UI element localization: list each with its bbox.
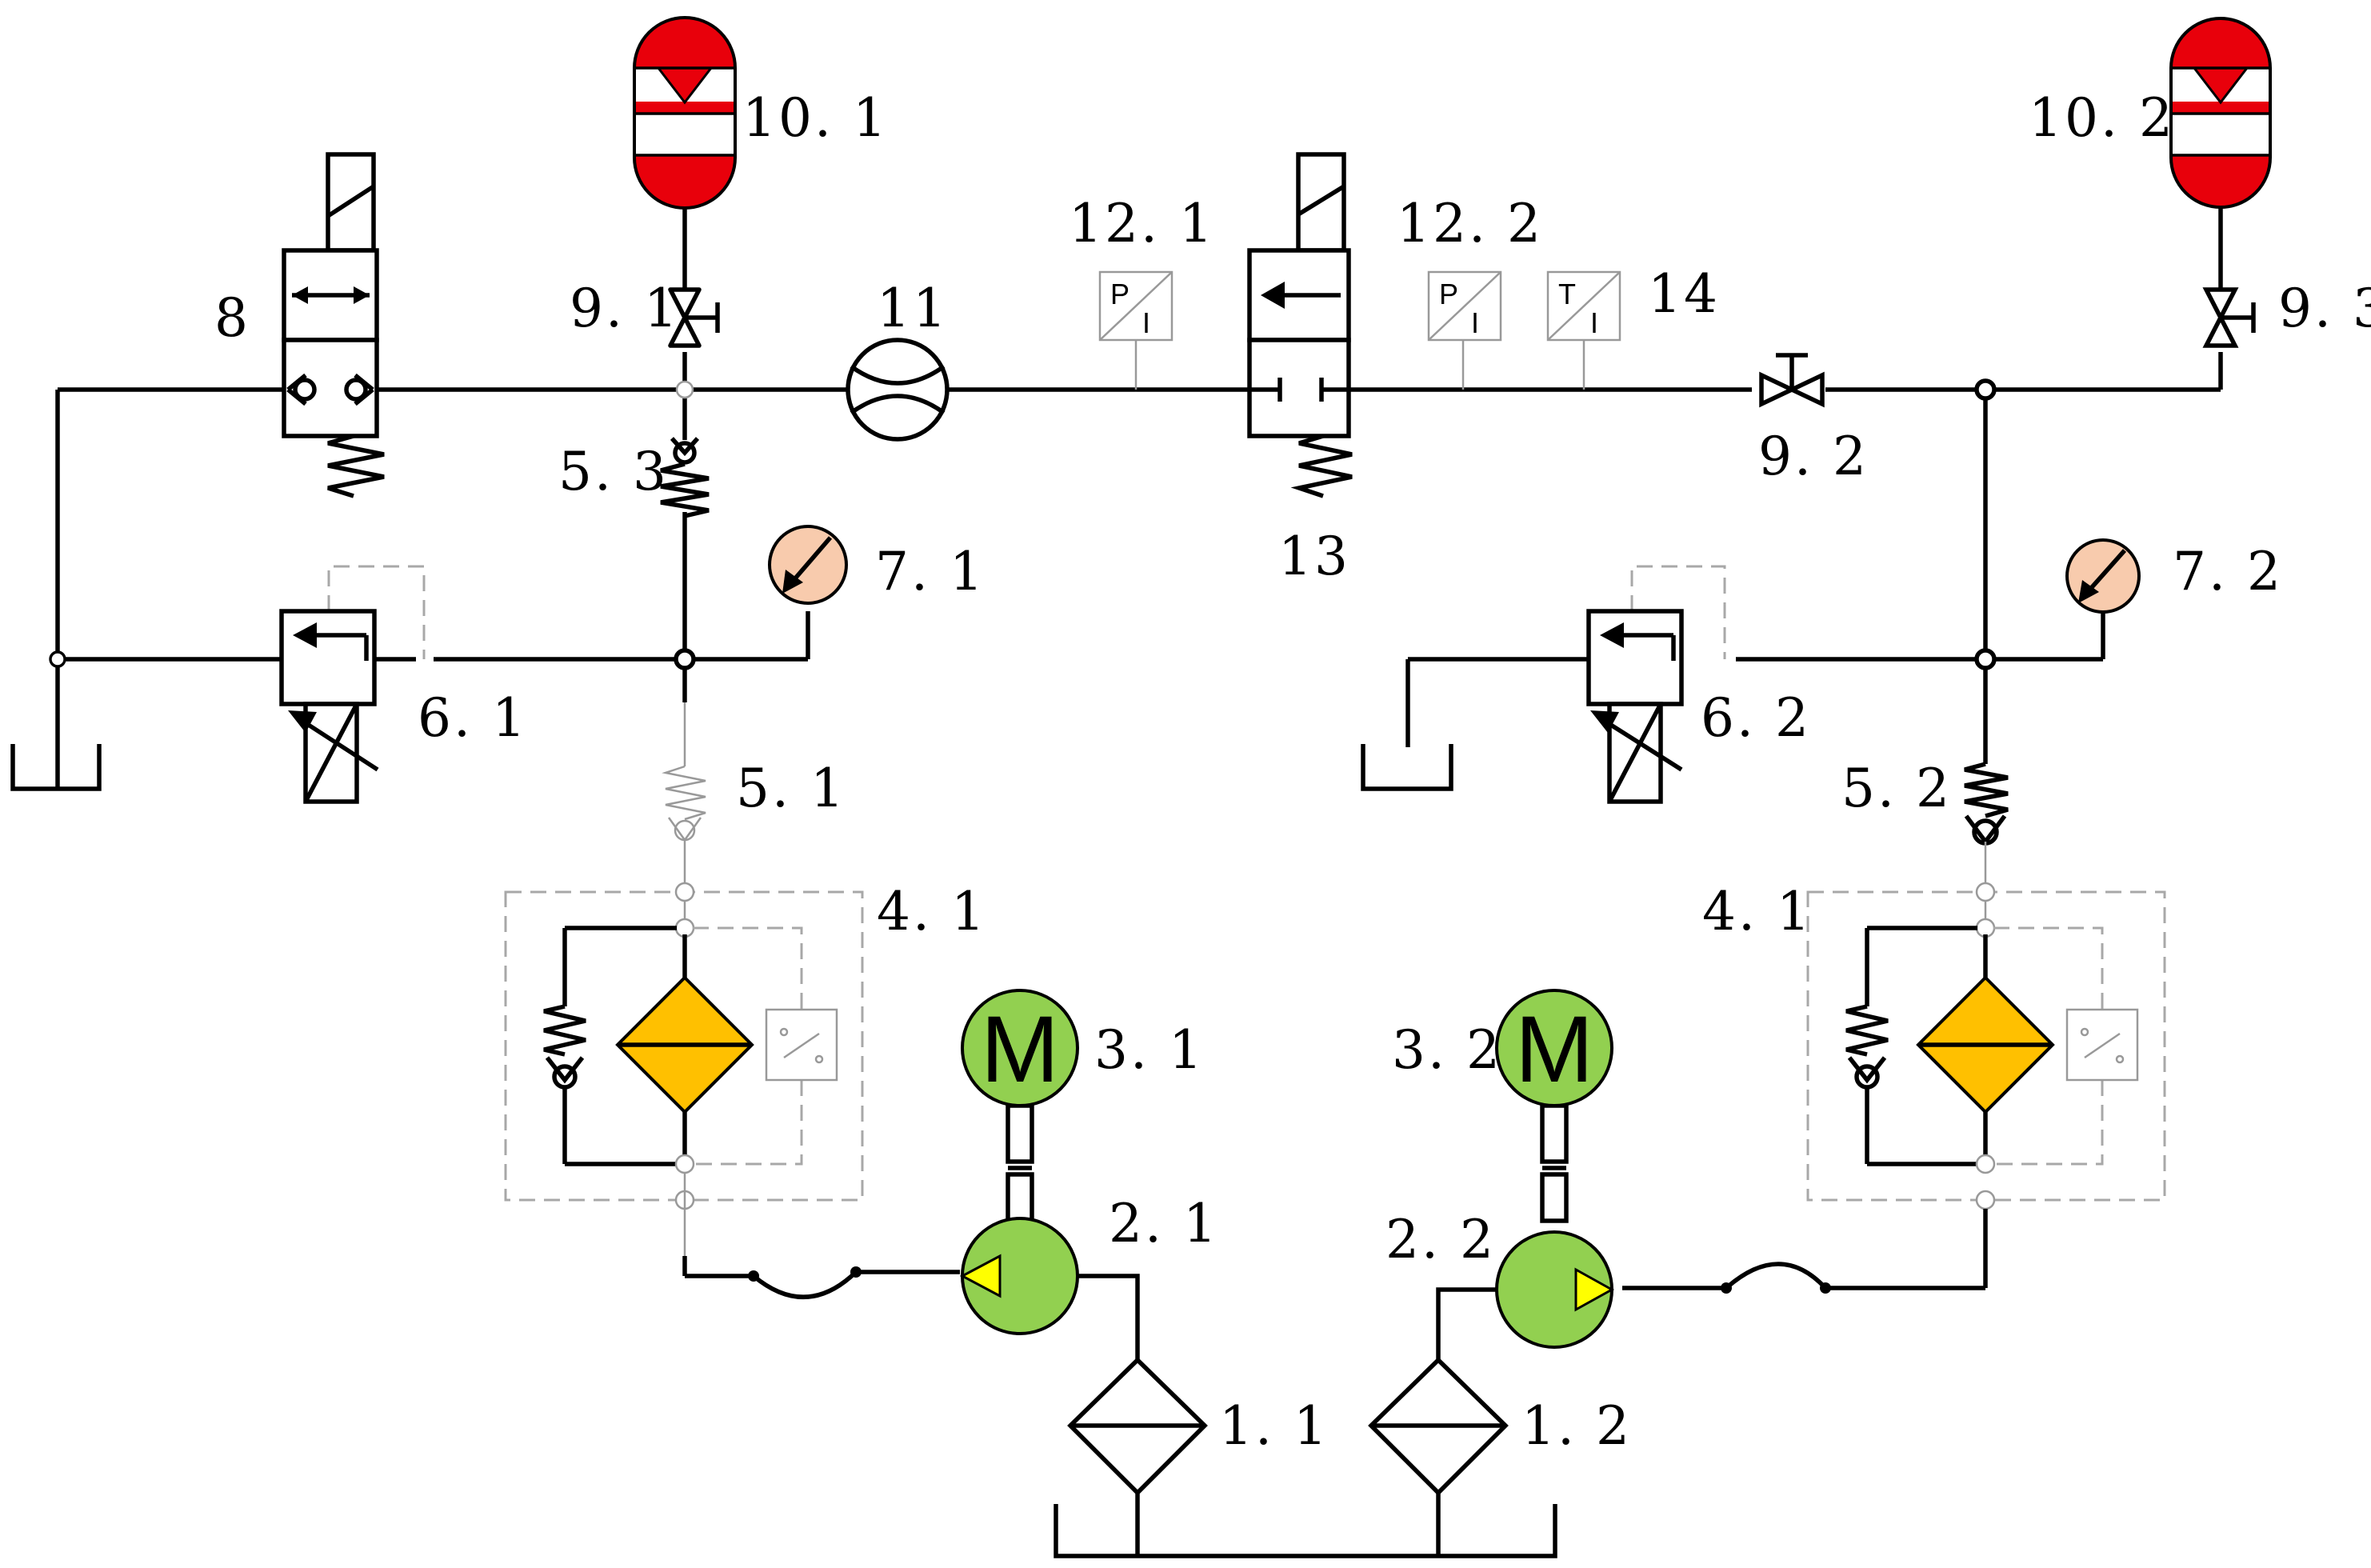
temperature-sensor-14: T I bbox=[1546, 270, 1621, 390]
sensor-i-label: I bbox=[1142, 306, 1150, 339]
accumulator-right bbox=[2169, 17, 2272, 298]
hose-left bbox=[682, 1256, 960, 1300]
tank-left bbox=[10, 744, 102, 791]
label-valve-8: 8 bbox=[214, 287, 250, 349]
label-relief-valve-6-2: 6. 2 bbox=[1701, 687, 1811, 749]
label-pump-2-1: 2. 1 bbox=[1109, 1193, 1219, 1254]
label-ball-valve-9-2: 9. 2 bbox=[1758, 426, 1869, 487]
label-gauge-7-2: 7. 2 bbox=[2173, 541, 2283, 602]
pressure-line-main bbox=[58, 352, 2223, 392]
label-accumulator-10-1: 10. 1 bbox=[742, 87, 889, 149]
label-filter-right: 4. 1 bbox=[1702, 881, 1813, 942]
junctions bbox=[49, 378, 1997, 670]
check-valve-5-3 bbox=[660, 437, 710, 518]
pump-2-2 bbox=[1495, 1230, 1615, 1349]
label-sensor-14: 14 bbox=[1648, 263, 1720, 325]
label-relief-valve-6-1: 6. 1 bbox=[418, 687, 528, 749]
sensor-i-label: I bbox=[1590, 306, 1598, 339]
solenoid-valve-13 bbox=[1247, 152, 1353, 498]
motor-3-2: M bbox=[1495, 989, 1613, 1223]
label-sensor-12-2: 12. 2 bbox=[1397, 193, 1543, 254]
strainer-1-1 bbox=[1067, 1357, 1208, 1496]
sensor-t-label: T bbox=[1558, 278, 1576, 310]
label-flow-meter-11: 11 bbox=[877, 278, 949, 339]
label-ball-valve-9-1: 9. 1 bbox=[570, 278, 680, 339]
label-sensor-12-1: 12. 1 bbox=[1069, 193, 1215, 254]
motor-3-1: M bbox=[961, 989, 1079, 1223]
pressure-gauge-7-1 bbox=[768, 525, 848, 605]
label-strainer-1-2: 1. 2 bbox=[1521, 1395, 1632, 1457]
label-accumulator-10-2: 10. 2 bbox=[2029, 87, 2175, 149]
relief-valve-6-2 bbox=[1586, 565, 1726, 804]
return-line-left bbox=[55, 390, 810, 789]
sensor-i-label: I bbox=[1471, 306, 1479, 339]
label-ball-valve-9-3: 9. 3 bbox=[2278, 278, 2371, 339]
pressure-sensor-12-1: P I bbox=[1098, 270, 1174, 390]
label-motor-3-2: 3. 2 bbox=[1392, 1019, 1502, 1081]
label-gauge-7-1: 7. 1 bbox=[875, 541, 986, 602]
hose-right bbox=[1622, 1262, 1985, 1294]
label-strainer-1-1: 1. 1 bbox=[1219, 1395, 1329, 1457]
motor-m-letter: M bbox=[981, 997, 1059, 1102]
vertical-line-right bbox=[1405, 390, 2105, 764]
accumulator-left bbox=[633, 16, 737, 298]
motor-m-letter: M bbox=[1515, 997, 1593, 1102]
solenoid-valve-8 bbox=[282, 152, 385, 498]
flow-meter-11 bbox=[846, 338, 950, 442]
strainer-1-2 bbox=[1368, 1357, 1509, 1496]
label-check-valve-5-2: 5. 2 bbox=[1841, 758, 1952, 819]
pressure-sensor-12-2: P I bbox=[1427, 270, 1502, 390]
pump-2-1 bbox=[959, 1217, 1079, 1335]
ball-valve-9-1 bbox=[668, 287, 720, 348]
label-pump-2-2: 2. 2 bbox=[1385, 1209, 1496, 1270]
sensor-p-label: P bbox=[1110, 278, 1130, 310]
tank-bottom bbox=[1054, 1504, 1557, 1558]
label-motor-3-1: 3. 1 bbox=[1094, 1019, 1205, 1081]
relief-valve-6-1 bbox=[279, 565, 426, 804]
filter-unit-right bbox=[1806, 882, 2166, 1288]
pressure-gauge-7-2 bbox=[2065, 538, 2141, 614]
label-valve-13: 13 bbox=[1278, 526, 1350, 587]
ball-valve-9-3 bbox=[2202, 287, 2256, 348]
check-valve-5-1 bbox=[662, 765, 706, 892]
label-check-valve-5-1: 5. 1 bbox=[736, 758, 846, 819]
check-valve-5-2 bbox=[1964, 762, 2009, 892]
label-filter-left: 4. 1 bbox=[877, 881, 987, 942]
label-check-valve-5-3: 5. 3 bbox=[558, 441, 669, 502]
filter-unit-left bbox=[504, 882, 864, 1256]
tank-right bbox=[1361, 744, 1453, 791]
component-labels: 10. 1 10. 2 8 9. 1 9. 2 9. 3 11 12. 1 12… bbox=[214, 87, 2371, 1457]
sensor-p-label: P bbox=[1439, 278, 1458, 310]
ball-valve-9-2 bbox=[1759, 353, 1825, 408]
